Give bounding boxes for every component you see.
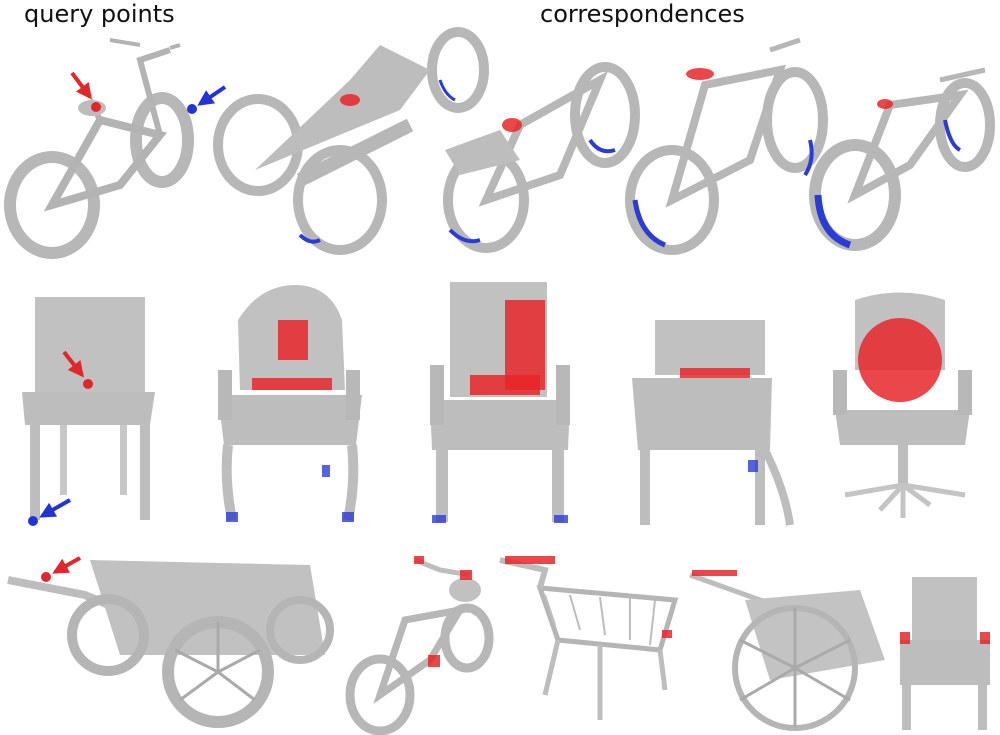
query-arrow-red [62,350,84,378]
query-arrow-red [70,71,92,100]
query-point-red [91,102,101,112]
query-arrow-red [52,556,81,574]
correspondence-road-bike [625,37,828,255]
query-point-red [41,572,51,582]
correspondence-armchair-3 [632,320,794,526]
correspondence-tricycle [213,27,489,255]
query-point-blue [187,104,197,114]
query-chair [22,297,155,520]
query-arrow-blue [197,85,227,106]
query-point-red [83,379,93,389]
query-bicycle [4,38,194,259]
correspondence-armchair-2 [430,282,570,523]
correspondences-header: correspondences [540,0,745,28]
query-point-blue [28,516,38,526]
correspondence-office-chair [833,292,972,518]
correspondence-mountain-bike [443,62,640,253]
query-arrow-blue [39,498,71,518]
correspondence-shopping-cart [499,556,679,720]
correspondence-wheelbarrow [689,570,885,731]
query-points-header: query points [24,0,175,28]
correspondence-armchair-1 [218,285,362,522]
correspondence-bicycle [809,67,995,251]
query-wagon [7,560,334,728]
correspondence-chair-2 [900,577,990,730]
correspondence-bicycle-2 [345,556,494,735]
